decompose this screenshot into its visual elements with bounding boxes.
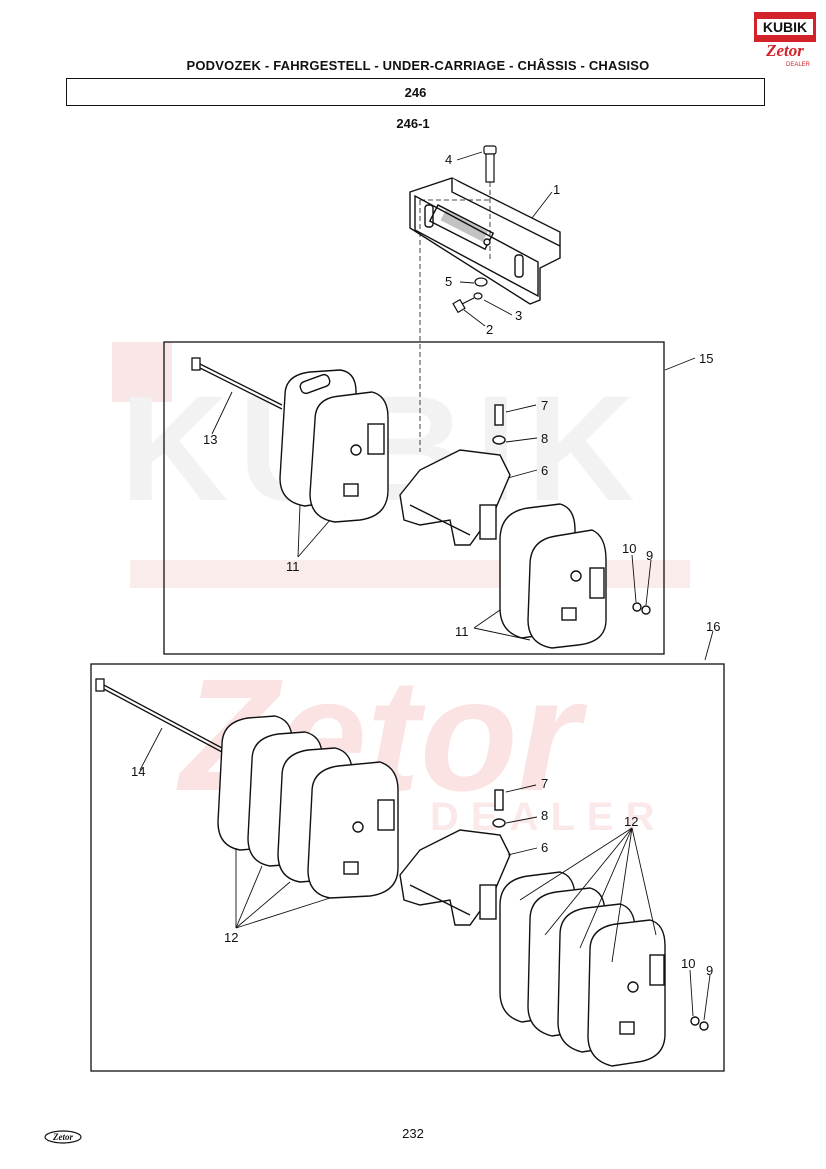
section-box: 246 <box>66 78 765 106</box>
callout-11-right: 11 <box>455 624 469 639</box>
figure-title: 246-1 <box>396 116 430 131</box>
callouts: 1 2 3 4 5 6 7 8 9 10 11 11 12 12 13 14 1… <box>131 152 720 978</box>
callout-9-lower: 9 <box>706 963 713 978</box>
callout-7: 7 <box>541 398 548 413</box>
callout-6-lower: 6 <box>541 840 548 855</box>
section-number: 246 <box>404 85 427 100</box>
callout-10-lower: 10 <box>681 956 695 971</box>
leader-lines <box>139 151 714 1021</box>
callout-11-left: 11 <box>286 559 300 574</box>
svg-text:Zetor: Zetor <box>52 1132 73 1142</box>
callout-9: 9 <box>646 548 653 563</box>
svg-text:DEALER: DEALER <box>786 62 811 68</box>
weights-11-right <box>499 503 651 649</box>
zetor-footer-logo: Zetor <box>44 1130 82 1144</box>
bolt-and-washers <box>452 277 488 314</box>
callout-8: 8 <box>541 431 548 446</box>
pin <box>483 145 497 183</box>
svg-text:Zetor: Zetor <box>765 41 804 60</box>
weights-12-left <box>217 715 399 899</box>
callout-4: 4 <box>445 152 452 167</box>
callout-13: 13 <box>203 432 217 447</box>
callout-5: 5 <box>445 274 452 289</box>
callout-7-lower: 7 <box>541 776 548 791</box>
callout-12-right: 12 <box>624 814 638 829</box>
assembly-box-16 <box>90 663 725 1072</box>
callout-8-lower: 8 <box>541 808 548 823</box>
assembly-box-15 <box>163 341 665 655</box>
hitch-6-upper <box>399 404 511 546</box>
callout-10: 10 <box>622 541 636 556</box>
callout-14: 14 <box>131 764 145 779</box>
callout-1: 1 <box>553 182 560 197</box>
hitch-6-lower <box>399 789 511 926</box>
weights-11-left <box>279 369 389 523</box>
svg-text:KUBIK: KUBIK <box>763 19 807 35</box>
callout-3: 3 <box>515 308 522 323</box>
kubik-zetor-logo: KUBIK Zetor DEALER <box>754 12 816 68</box>
callout-15: 15 <box>699 351 713 366</box>
page-number: 232 <box>402 1126 424 1141</box>
header-title: PODVOZEK - FAHRGESTELL - UNDER-CARRIAGE … <box>186 58 650 73</box>
weights-12-right <box>499 871 709 1067</box>
tie-rod-13 <box>191 357 283 410</box>
callout-6: 6 <box>541 463 548 478</box>
callout-2: 2 <box>486 322 493 337</box>
callout-12-left: 12 <box>224 930 238 945</box>
tie-rod-14 <box>95 678 223 753</box>
weight-bracket <box>409 177 561 305</box>
callout-16: 16 <box>706 619 720 634</box>
